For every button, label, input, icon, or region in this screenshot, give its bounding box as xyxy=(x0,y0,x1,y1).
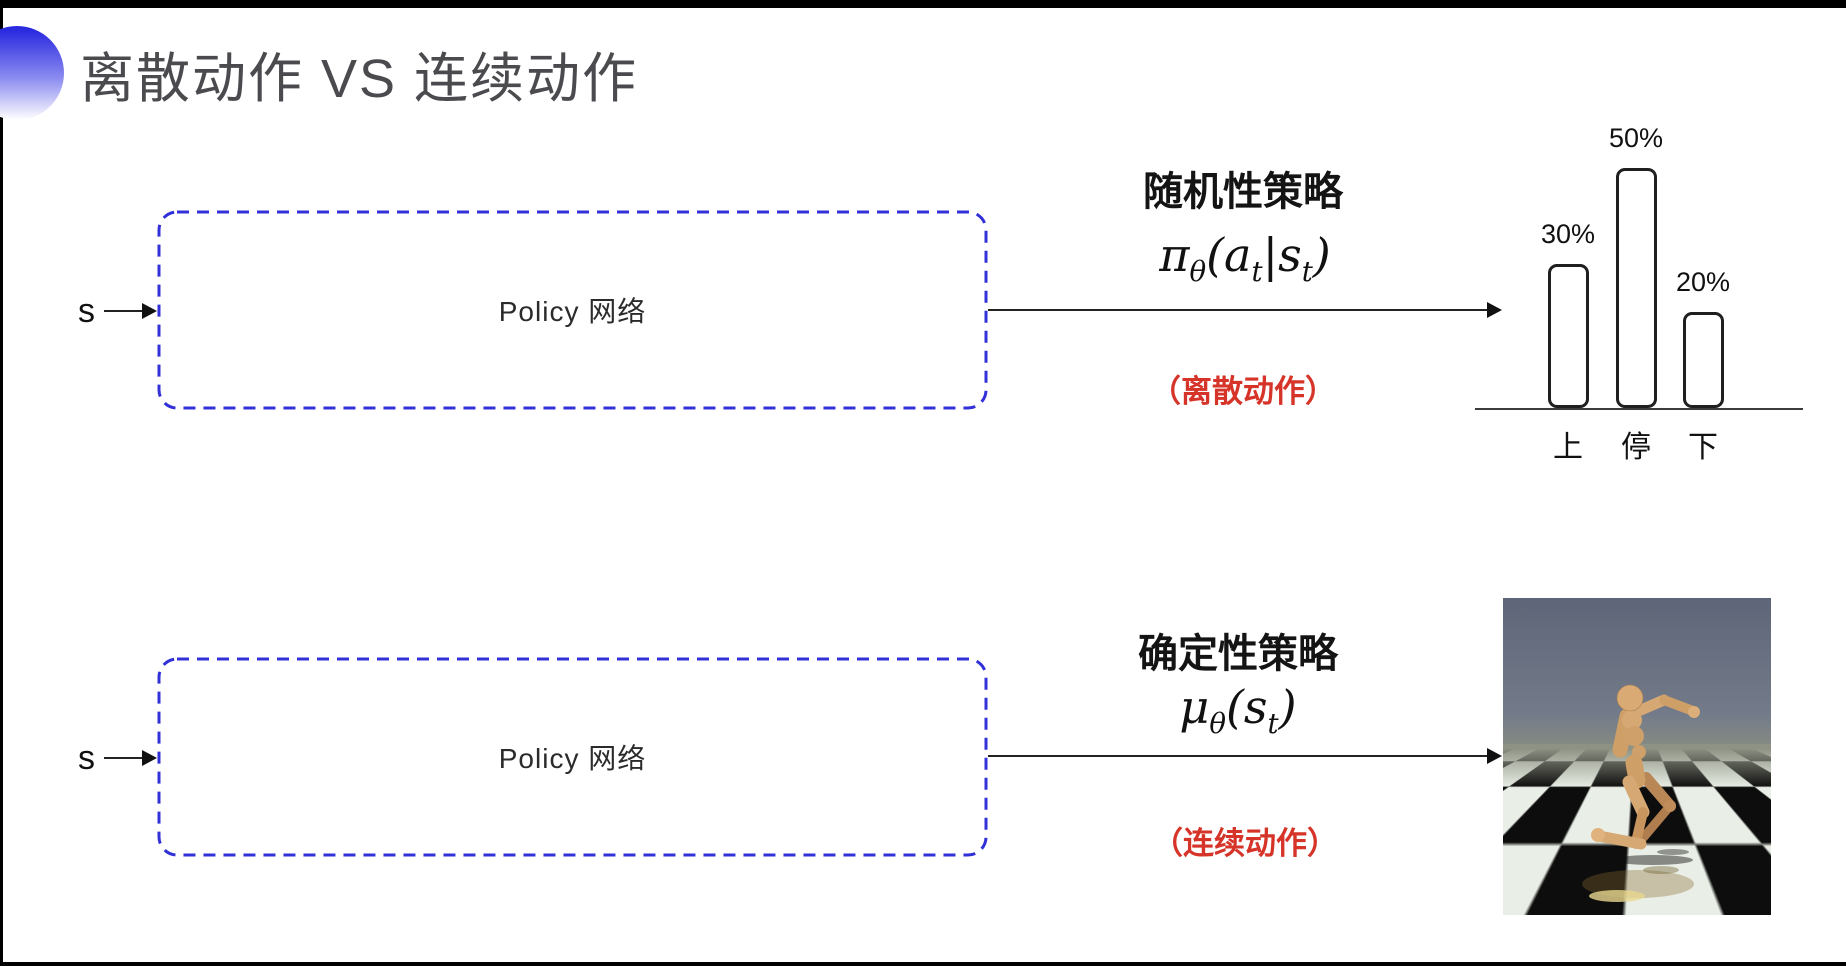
bar-stop xyxy=(1616,168,1657,408)
state-input-label-1: s xyxy=(78,292,95,330)
humanoid-simulation-image xyxy=(1503,598,1771,915)
bar-up xyxy=(1548,264,1589,408)
left-border xyxy=(0,0,3,966)
arrow-head xyxy=(1487,302,1502,318)
arrow-head xyxy=(1487,748,1502,764)
policy-network-box-2: Policy 网络 xyxy=(157,657,988,857)
formula-symbol: π xyxy=(1159,228,1190,282)
bar-down xyxy=(1683,312,1724,408)
dashed-border xyxy=(157,657,988,857)
robot-figure xyxy=(1591,684,1700,850)
arrow-shaft xyxy=(104,757,144,759)
arrow-head xyxy=(142,303,157,319)
slide-title: 离散动作 VS 连续动作 xyxy=(80,49,639,109)
output-arrow-1 xyxy=(988,302,1502,318)
bar-value-label: 30% xyxy=(1540,219,1596,249)
arrow-shaft xyxy=(988,755,1489,757)
stochastic-policy-title: 随机性策略 xyxy=(1143,170,1343,214)
policy-network-box-1: Policy 网络 xyxy=(157,210,988,410)
bar-category-label: 上 xyxy=(1553,431,1583,464)
action-probability-chart: 30% 50% 20% 上 停 下 xyxy=(1475,96,1803,464)
title-accent-circle xyxy=(0,26,64,120)
robot-shadow xyxy=(1613,849,1693,865)
bar-value-label: 50% xyxy=(1608,123,1664,153)
bar-category-label: 停 xyxy=(1621,431,1651,464)
arrow-head xyxy=(142,750,157,766)
stochastic-policy-formula: πθ(at|st) xyxy=(1159,228,1331,289)
bar-category-label: 下 xyxy=(1688,431,1718,464)
humanoid-robot xyxy=(1582,684,1700,902)
chart-baseline xyxy=(1475,408,1803,410)
discrete-action-label: （离散动作） xyxy=(1150,374,1336,409)
top-border xyxy=(0,0,1846,8)
input-arrow-1 xyxy=(104,303,157,319)
deterministic-policy-title: 确定性策略 xyxy=(1138,632,1338,676)
input-arrow-2 xyxy=(104,750,157,766)
dashed-border xyxy=(157,210,988,410)
state-input-label-2: s xyxy=(78,739,95,777)
bottom-border xyxy=(0,962,1846,966)
deterministic-policy-formula: μθ(st) xyxy=(1179,680,1297,741)
output-arrow-2 xyxy=(988,748,1502,764)
formula-symbol: μ xyxy=(1179,680,1210,734)
continuous-action-label: （连续动作） xyxy=(1152,826,1338,861)
arrow-shaft xyxy=(988,309,1489,311)
policy-box-label-2: Policy 网络 xyxy=(498,743,647,774)
bar-value-label: 20% xyxy=(1675,267,1731,297)
arrow-shaft xyxy=(104,310,144,312)
policy-box-label-1: Policy 网络 xyxy=(498,296,647,327)
floor-reflection xyxy=(1582,866,1694,902)
